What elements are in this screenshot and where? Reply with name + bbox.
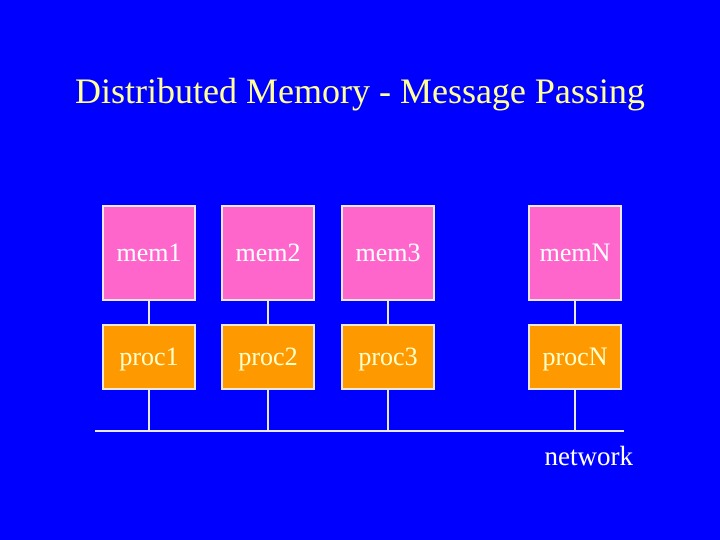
node-column-n: memN procN (528, 205, 622, 432)
mem-proc-connector (267, 301, 269, 324)
proc-network-connector (267, 390, 269, 432)
mem-proc-connector (387, 301, 389, 324)
mem-box-3: mem3 (341, 205, 435, 301)
proc-network-connector (574, 390, 576, 432)
network-bus-line (95, 430, 624, 432)
mem-proc-connector (574, 301, 576, 324)
mem-box-1: mem1 (102, 205, 196, 301)
mem-label: memN (539, 238, 611, 267)
slide-title: Distributed Memory - Message Passing (75, 71, 645, 111)
mem-box-2: mem2 (221, 205, 315, 301)
proc-box-3: proc3 (341, 324, 435, 390)
node-column-2: mem2 proc2 (221, 205, 315, 432)
mem-label: mem2 (235, 238, 301, 267)
mem-box-n: memN (528, 205, 622, 301)
mem-proc-connector (148, 301, 150, 324)
proc-network-connector (148, 390, 150, 432)
node-column-1: mem1 proc1 (102, 205, 196, 432)
proc-label: procN (542, 342, 608, 371)
node-column-3: mem3 proc3 (341, 205, 435, 432)
mem-label: mem3 (355, 238, 421, 267)
network-label: network (544, 441, 633, 471)
mem-label: mem1 (116, 238, 182, 267)
proc-box-2: proc2 (221, 324, 315, 390)
proc-label: proc2 (238, 342, 298, 371)
proc-box-n: procN (528, 324, 622, 390)
proc-box-1: proc1 (102, 324, 196, 390)
proc-label: proc3 (358, 342, 418, 371)
proc-label: proc1 (119, 342, 179, 371)
proc-network-connector (387, 390, 389, 432)
